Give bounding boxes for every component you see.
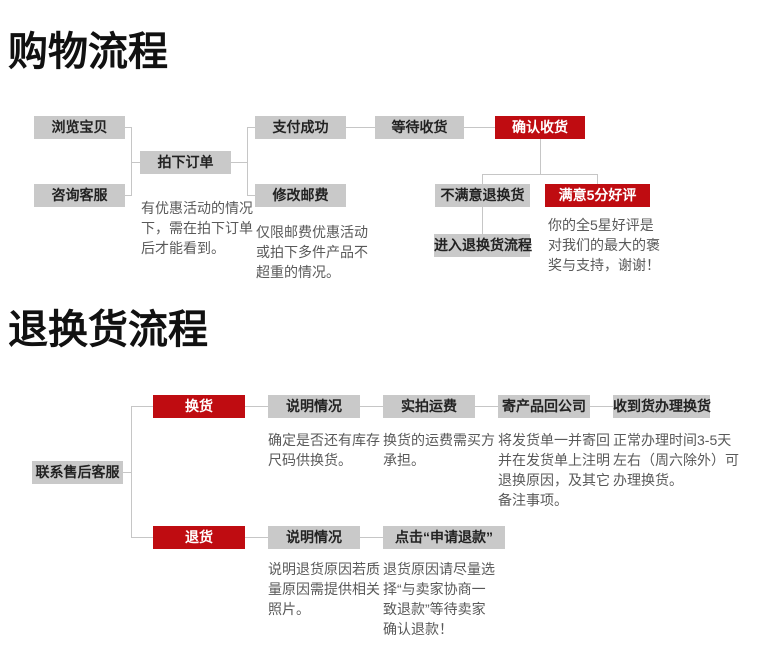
note-freight: 换货的运费需买方 承担。 [383,432,495,468]
connector-line [247,195,255,196]
node-explain-situation-refund: 说明情况 [268,526,360,549]
note-handle-time: 正常办理时间3-5天 左右（周六除外）可 办理换货。 [613,432,739,488]
node-pay-success: 支付成功 [255,116,346,139]
node-click-apply-refund: 点击“申请退款” [383,526,505,549]
node-unsatisfied-return: 不满意退换货 [435,184,530,207]
connector-line [597,174,598,184]
node-modify-postage: 修改邮费 [255,184,346,207]
connector-line [123,472,131,473]
note-praise: 你的全5星好评是 对我们的最大的褒 奖与支持，谢谢！ [548,217,660,273]
node-refund: 退货 [153,526,245,549]
connector-line [131,537,153,538]
return-flow-title: 退换货流程 [8,308,208,352]
connector-line [247,127,255,128]
connector-line [231,162,247,163]
node-actual-freight: 实拍运费 [383,395,475,418]
connector-line [475,406,498,407]
node-wait-receive: 等待收货 [375,116,464,139]
connector-line [590,406,613,407]
connector-line [464,127,495,128]
note-modify-postage: 仅限邮费优惠活动 或拍下多件产品不 超重的情况。 [256,224,368,280]
connector-line [482,207,483,234]
connector-line [482,174,483,184]
connector-line [346,127,375,128]
note-refund-reason: 说明退货原因若质 量原因需提供相关 照片。 [268,561,380,617]
node-place-order: 拍下订单 [140,151,231,174]
connector-line [125,195,131,196]
connector-line [482,174,598,175]
node-confirm-receive: 确认收货 [495,116,585,139]
connector-line [360,537,383,538]
connector-line [245,537,268,538]
connector-line [540,139,541,174]
shopping-flow-title: 购物流程 [8,30,168,74]
note-place-order: 有优惠活动的情况 下，需在拍下订单 后才能看到。 [141,200,253,256]
connector-line [131,127,132,196]
connector-line [131,406,153,407]
node-explain-situation-exchange: 说明情况 [268,395,360,418]
connector-line [247,127,248,196]
connector-line [131,406,132,538]
node-enter-return-flow: 进入退换货流程 [434,234,532,257]
node-consult-service: 咨询客服 [34,184,125,207]
note-send-back: 将发货单一并寄回 并在发货单上注明 退换原因，及其它 备注事项。 [498,432,610,508]
node-send-back: 寄产品回公司 [498,395,590,418]
connector-line [125,127,131,128]
connector-line [131,162,140,163]
connector-line [360,406,383,407]
node-satisfied-praise: 满意5分好评 [545,184,650,207]
connector-line [245,406,268,407]
node-exchange: 换货 [153,395,245,418]
note-refund-click: 退货原因请尽量选 择“与卖家协商一 致退款”等待卖家 确认退款！ [383,561,495,637]
node-browse-items: 浏览宝贝 [34,116,125,139]
note-stock: 确定是否还有库存 尺码供换货。 [268,432,380,468]
node-contact-after-sales: 联系售后客服 [32,461,123,484]
node-handle-exchange: 收到货办理换货 [613,395,711,418]
